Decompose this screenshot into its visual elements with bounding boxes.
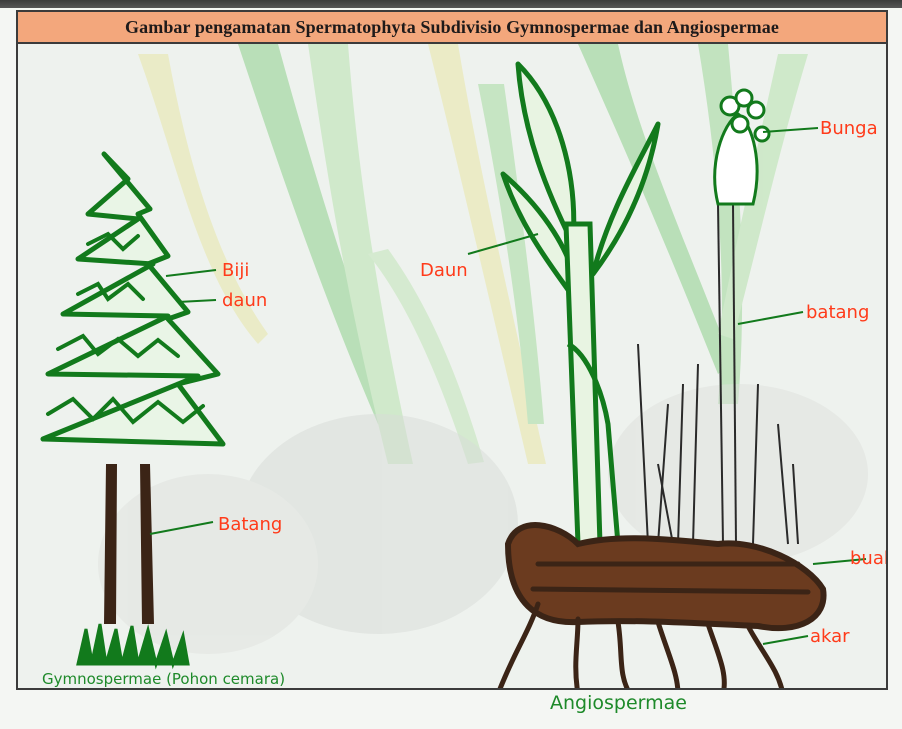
observation-table: Gambar pengamatan Spermatophyta Subdivis… bbox=[16, 10, 888, 690]
label-buah: buah bbox=[850, 548, 886, 569]
label-akar: akar bbox=[810, 626, 850, 647]
label-biji: Biji bbox=[222, 260, 249, 281]
label-bunga: Bunga bbox=[820, 118, 878, 139]
cropped-table-caption bbox=[0, 0, 902, 8]
label-batang-gymno: Batang bbox=[218, 514, 282, 535]
caption-angiosperm: Angiospermae bbox=[550, 692, 687, 714]
label-daun-gymno: daun bbox=[222, 290, 267, 311]
drawing-area: Biji daun Batang Gymnospermae (Pohon cem… bbox=[18, 44, 886, 688]
label-batang-angio: batang bbox=[806, 302, 869, 323]
table-title: Gambar pengamatan Spermatophyta Subdivis… bbox=[125, 17, 779, 38]
table-header: Gambar pengamatan Spermatophyta Subdivis… bbox=[18, 12, 886, 44]
caption-gymnosperm: Gymnospermae (Pohon cemara) bbox=[42, 670, 285, 688]
angiosperm-drawing: Daun Bunga batang buah akar bbox=[420, 64, 886, 688]
label-daun-angio: Daun bbox=[420, 260, 468, 281]
